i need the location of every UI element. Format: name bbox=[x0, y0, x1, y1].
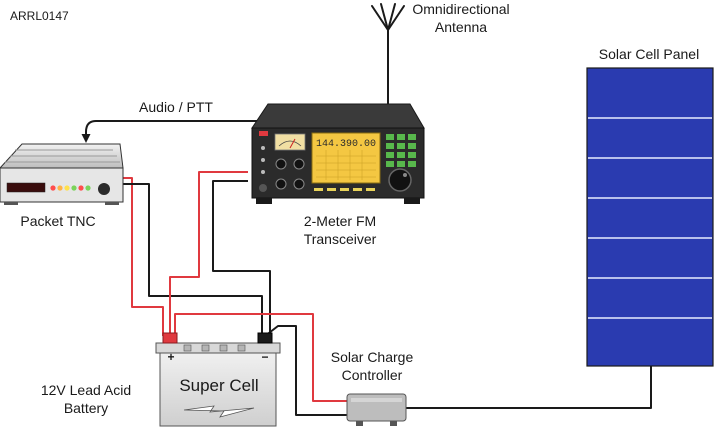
antenna-label-line1: Omnidirectional bbox=[412, 1, 509, 17]
audio-ptt-cable bbox=[81, 120, 262, 143]
transceiver-label-line1: 2-Meter FM bbox=[304, 213, 376, 229]
tnc-power-red-wire bbox=[123, 177, 164, 336]
radio-power-red-wire bbox=[169, 171, 248, 336]
battery-icon: + − Super Cell bbox=[155, 332, 281, 427]
solar-panel-icon bbox=[586, 67, 714, 367]
controller-label-line1: Solar Charge bbox=[331, 349, 414, 365]
antenna-label-line2: Antenna bbox=[435, 19, 487, 35]
battery-controller-black-wire bbox=[264, 325, 347, 416]
audio-ptt-label: Audio / PTT bbox=[139, 99, 213, 115]
charge-controller-icon bbox=[346, 393, 407, 426]
battery-controller-red-wire bbox=[174, 313, 347, 402]
packet-tnc-icon bbox=[0, 143, 124, 205]
frequency-display: 144.390.00 bbox=[316, 139, 376, 150]
panel-controller-wire bbox=[406, 366, 652, 409]
antenna-icon bbox=[371, 3, 405, 113]
battery-label-line1: 12V Lead Acid bbox=[41, 382, 131, 398]
battery-minus-symbol: − bbox=[261, 350, 268, 364]
transceiver-icon: 144.390.00 bbox=[251, 103, 425, 204]
battery-plus-symbol: + bbox=[167, 350, 174, 364]
tnc-ground-black-wire bbox=[123, 183, 263, 336]
wiring bbox=[81, 120, 652, 416]
packet-tnc-label: Packet TNC bbox=[20, 213, 95, 229]
figure-id: ARRL0147 bbox=[10, 9, 69, 23]
transceiver-label-line2: Transceiver bbox=[304, 231, 377, 247]
controller-label-line2: Controller bbox=[342, 367, 403, 383]
battery-brand: Super Cell bbox=[179, 376, 258, 395]
radio-ground-black-wire bbox=[212, 180, 271, 336]
battery-label-line2: Battery bbox=[64, 400, 108, 416]
solar-panel-label: Solar Cell Panel bbox=[599, 46, 699, 62]
